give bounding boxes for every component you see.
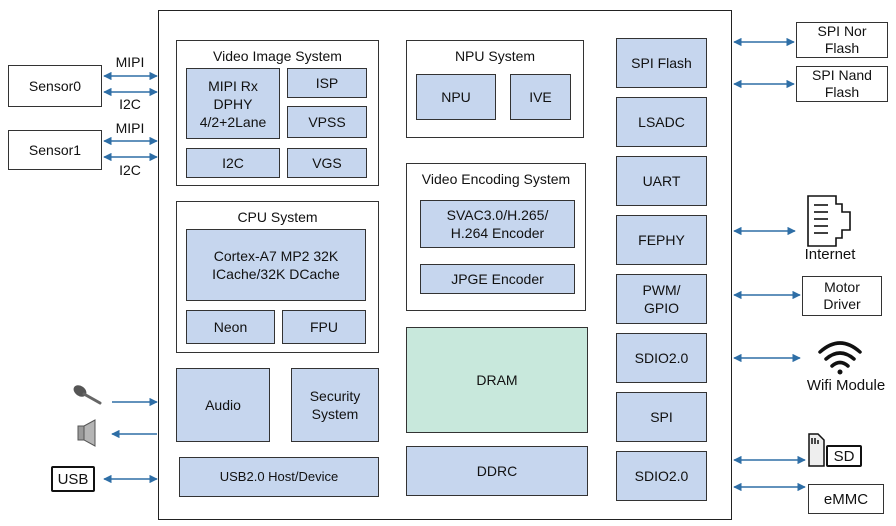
sdio-block-2: SDIO2.0	[616, 451, 707, 501]
pwm-gpio-block: PWM/ GPIO	[616, 274, 707, 324]
spi-nor-flash-box: SPI Nor Flash	[796, 22, 888, 58]
vpss-block: VPSS	[287, 106, 367, 138]
emmc-box: eMMC	[808, 484, 884, 514]
wifi-module-label: Wifi Module	[806, 377, 886, 394]
lsadc-block: LSADC	[616, 97, 707, 147]
sd-label-box: SD	[826, 445, 862, 467]
speaker-icon	[77, 419, 96, 447]
neon-block: Neon	[186, 310, 275, 344]
ddrc-block: DDRC	[406, 446, 588, 496]
svac-encoder-block: SVAC3.0/H.265/ H.264 Encoder	[420, 200, 575, 248]
video-image-system-title: Video Image System	[213, 48, 342, 64]
motor-driver-box: Motor Driver	[802, 276, 882, 316]
isp-block: ISP	[287, 68, 367, 98]
audio-block: Audio	[176, 368, 270, 442]
usb-host-device-block: USB2.0 Host/Device	[179, 457, 379, 497]
mipi-label-sensor0: MIPI	[115, 54, 145, 70]
security-system-block: Security System	[291, 368, 379, 442]
sdio-block-1: SDIO2.0	[616, 333, 707, 383]
cortex-a7-block: Cortex-A7 MP2 32K ICache/32K DCache	[186, 229, 366, 301]
npu-block: NPU	[416, 74, 496, 120]
usb-label-box: USB	[51, 466, 95, 492]
vis-i2c-block: I2C	[186, 148, 280, 178]
spi-block: SPI	[616, 392, 707, 442]
sd-card-icon	[808, 433, 825, 467]
jpge-encoder-block: JPGE Encoder	[420, 264, 575, 294]
wifi-icon	[818, 341, 862, 375]
i2c-label-sensor0: I2C	[119, 96, 141, 112]
dram-block: DRAM	[406, 327, 588, 433]
ethernet-port-icon	[807, 195, 851, 247]
npu-system-title: NPU System	[454, 48, 536, 64]
uart-block: UART	[616, 156, 707, 206]
mipi-rx-block: MIPI Rx DPHY 4/2+2Lane	[186, 68, 280, 139]
spi-flash-block: SPI Flash	[616, 38, 707, 88]
spi-nand-flash-box: SPI Nand Flash	[796, 66, 888, 102]
sensor0-box: Sensor0	[8, 65, 102, 107]
video-encoding-system-title: Video Encoding System	[421, 171, 571, 187]
fpu-block: FPU	[282, 310, 366, 344]
fephy-block: FEPHY	[616, 215, 707, 265]
sensor1-box: Sensor1	[8, 130, 102, 170]
internet-label: Internet	[804, 246, 856, 263]
i2c-label-sensor1: I2C	[119, 162, 141, 178]
microphone-icon	[73, 385, 102, 405]
mipi-label-sensor1: MIPI	[115, 120, 145, 136]
ive-block: IVE	[510, 74, 571, 120]
vgs-block: VGS	[287, 148, 367, 178]
cpu-system-title: CPU System	[237, 209, 318, 225]
